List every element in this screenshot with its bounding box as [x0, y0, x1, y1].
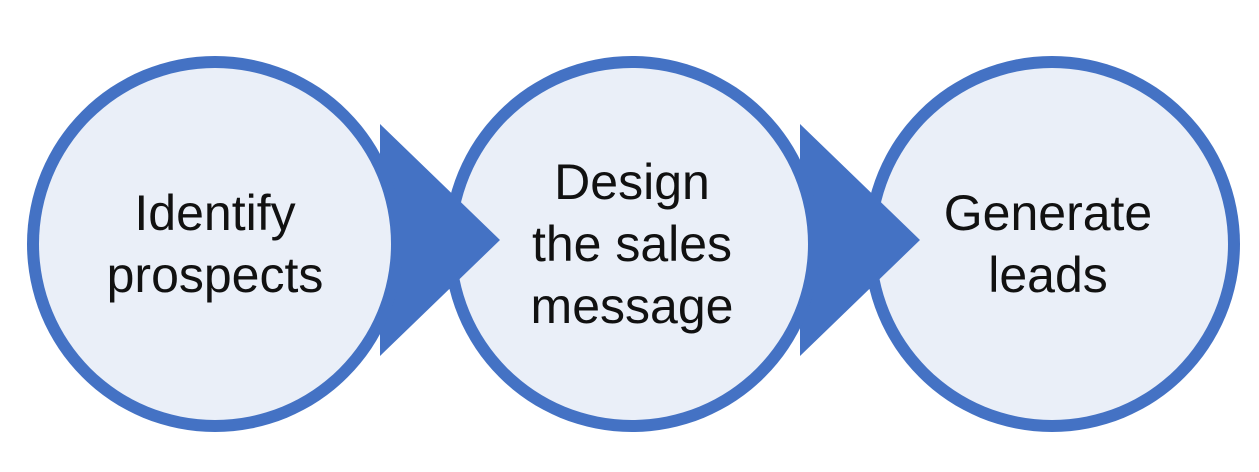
step-1-line-1: Identify	[134, 185, 296, 241]
step-2-shape	[444, 56, 920, 432]
step-3-label: Generate leads	[888, 84, 1208, 404]
step-2-line-2: the sales	[531, 216, 733, 272]
step-1-line-2: prospects	[106, 247, 324, 303]
step-3-fill	[876, 68, 1228, 420]
arrow-1-to-2	[380, 124, 500, 356]
step-1-fill	[39, 68, 391, 420]
step-3-shape	[864, 56, 1240, 432]
step-3-line-2: leads	[988, 247, 1108, 303]
step-1-shape	[27, 56, 500, 432]
step-2-label: Design the sales message	[472, 84, 792, 404]
step-3-line-1: Generate	[943, 185, 1153, 241]
step-1-label: Identify prospects	[55, 84, 375, 404]
arrow-2-to-3	[800, 124, 920, 356]
step-2-fill	[456, 68, 808, 420]
step-2-line-1: Design	[554, 154, 710, 210]
step-2-line-3: message	[530, 278, 734, 334]
